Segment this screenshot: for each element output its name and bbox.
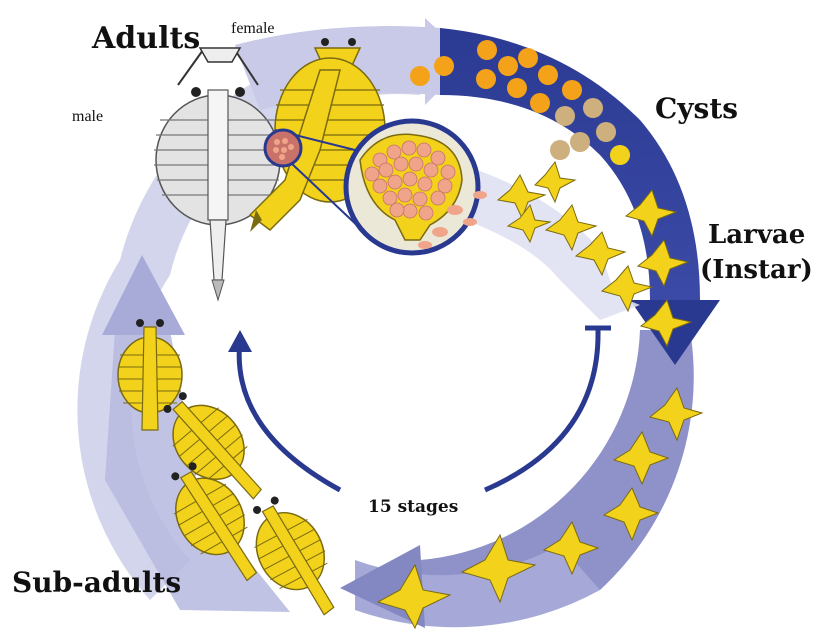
cyst-icon bbox=[410, 66, 430, 86]
cyst-icon bbox=[610, 145, 630, 165]
cyst-icon bbox=[570, 132, 590, 152]
cyst-icon bbox=[507, 78, 527, 98]
cyst-icon bbox=[555, 106, 575, 126]
inner-arc-left-arrowhead bbox=[228, 330, 252, 352]
label-15-stages: 15 stages bbox=[368, 497, 458, 517]
cyst-icon bbox=[530, 93, 550, 113]
label-larvae: Larvae bbox=[708, 220, 805, 250]
label-male: male bbox=[72, 108, 103, 125]
label-adults: Adults bbox=[91, 21, 200, 56]
label-female: female bbox=[231, 20, 275, 37]
cyst-icon bbox=[434, 56, 454, 76]
cyst-icon bbox=[477, 40, 497, 60]
cyst-icon bbox=[538, 65, 558, 85]
cyst-icon bbox=[562, 80, 582, 100]
inner-cycle-arrows bbox=[228, 328, 611, 490]
label-subadults: Sub-adults bbox=[12, 566, 181, 599]
cyst-icon bbox=[583, 98, 603, 118]
cyst-icon bbox=[498, 56, 518, 76]
label-instar: (Instar) bbox=[700, 255, 813, 285]
cyst-icon bbox=[596, 122, 616, 142]
inner-arc-left bbox=[239, 340, 340, 490]
cyst-icon bbox=[550, 140, 570, 160]
cyst-icon bbox=[518, 48, 538, 68]
inner-arc-right bbox=[485, 330, 598, 490]
label-cysts: Cysts bbox=[655, 92, 738, 125]
cyst-icon bbox=[476, 69, 496, 89]
